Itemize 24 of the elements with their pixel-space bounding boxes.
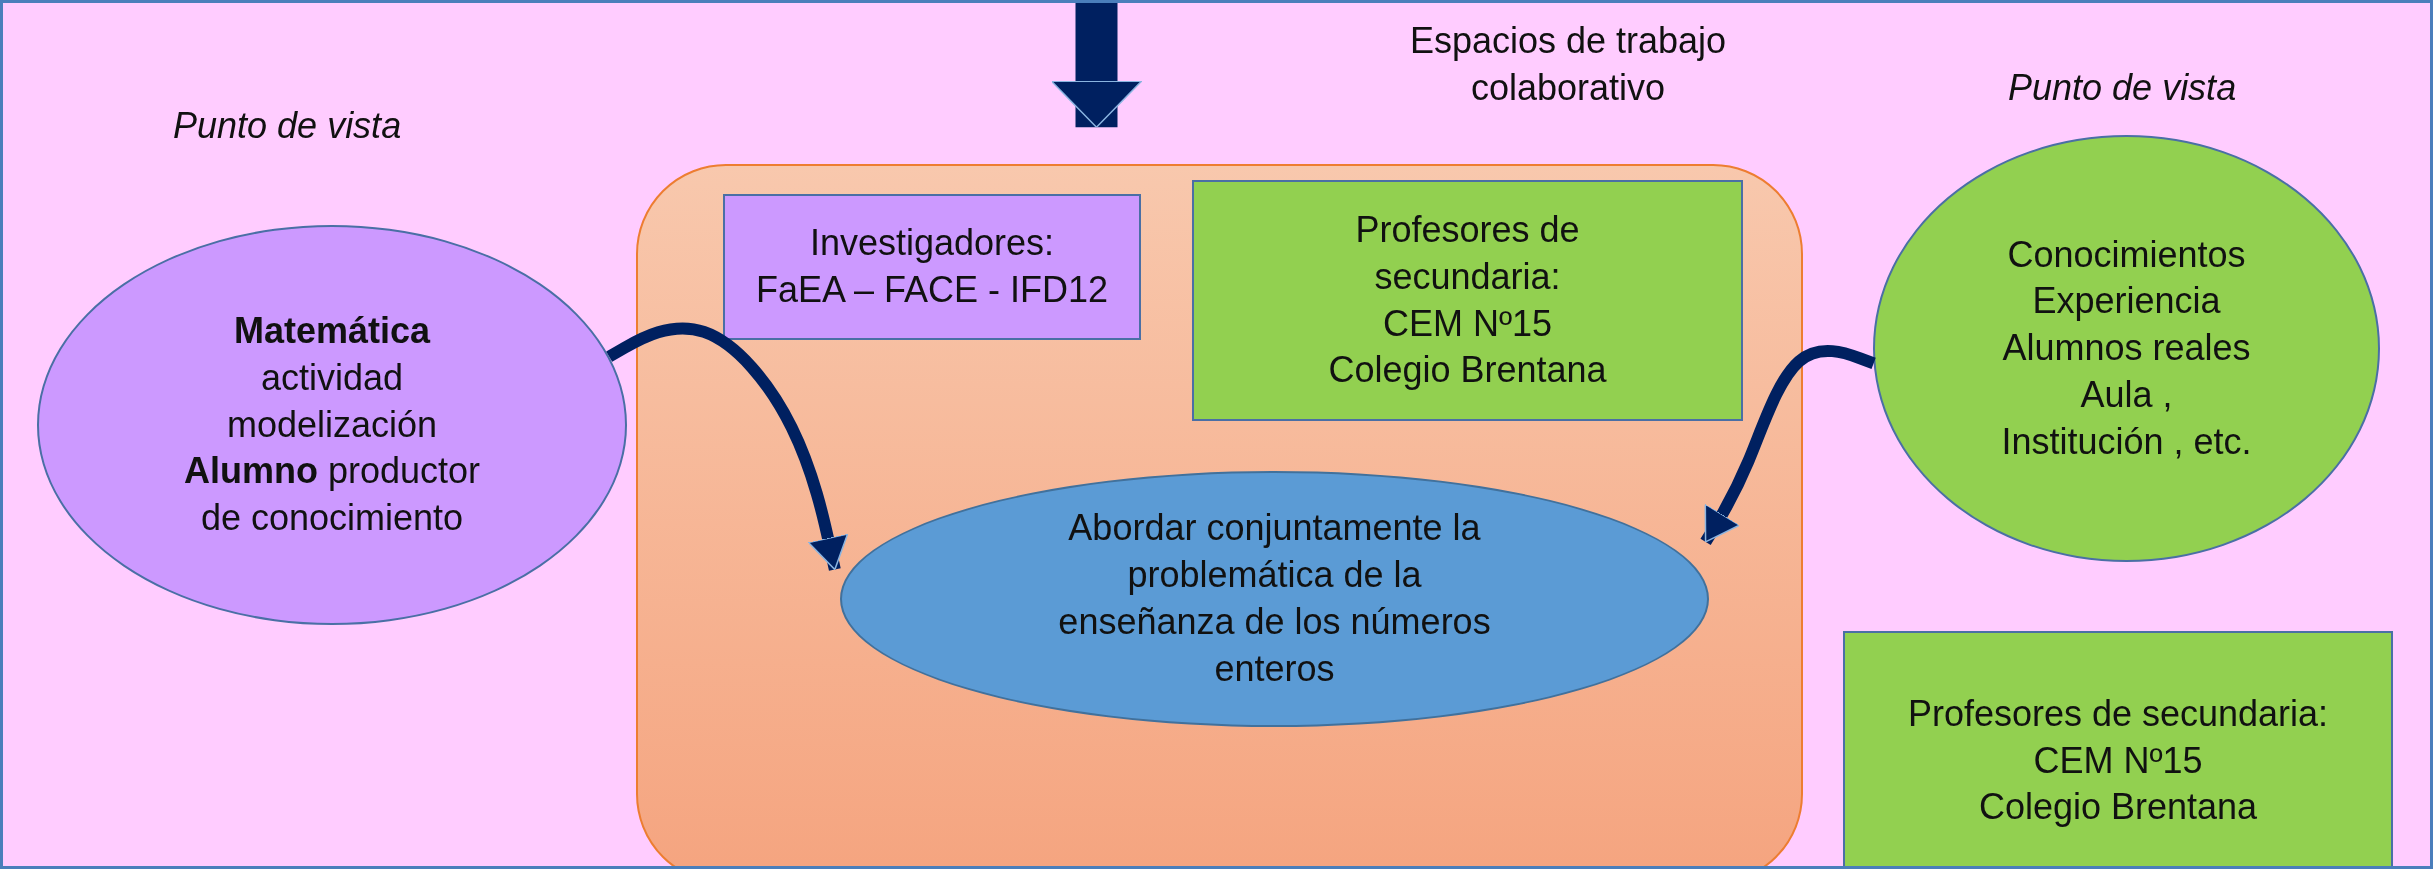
process-box [723,194,1141,340]
curved-arrow [606,322,849,571]
side-caption: Punto de vista [173,104,402,148]
block-arrow [1050,3,1143,128]
process-box [1843,631,2393,866]
node-text: CEM Nº15 [1381,301,1554,346]
node-text: Alumnos reales [2001,326,2252,371]
process-box [1192,180,1743,421]
node-text: Conocimientos [2006,232,2247,277]
curved-arrow [1700,344,1876,546]
node-text: Experiencia [2031,279,2222,324]
node-text: Aula , [2079,372,2174,417]
node-text: Matemática actividad modelización Alumno productor de conocimiento [182,309,482,541]
side-caption: Punto de vista [2008,66,2237,110]
node-text: Institución , etc. [2000,419,2253,464]
region-heading: Espacios de trabajo colaborativo [1408,19,1728,110]
node-text: Abordar conjuntamente la problemática de la enseñanza de los números enteros [1057,506,1492,691]
node-text: Profesores de secundaria: [1354,207,1581,299]
node-text: Profesores de secundaria: [1906,691,2330,736]
node-text: CEM Nº15 [2032,738,2204,783]
node-text: FaEA – FACE - IFD12 [754,268,1110,312]
node-text: Investigadores: [808,221,1056,266]
node-text: Colegio Brentana [1977,785,2259,830]
node-text: Colegio Brentana [1327,348,1608,393]
